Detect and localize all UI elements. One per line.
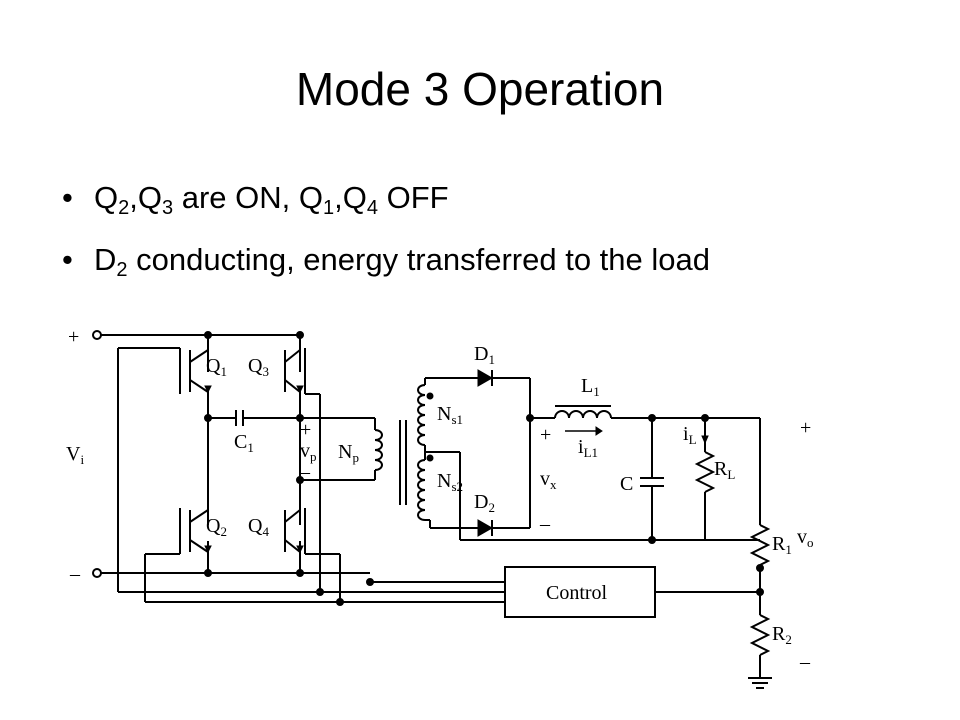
q3-label: Q3 — [248, 355, 269, 379]
l1-label: L1 — [581, 375, 600, 399]
c-label: C — [620, 473, 633, 495]
plus-terminal-label: + — [68, 326, 79, 348]
vx-label: vx — [540, 468, 557, 492]
ns2-label: Ns2 — [437, 470, 463, 494]
vp-plus-label: + — [300, 419, 311, 441]
il1-label: iL1 — [578, 436, 598, 460]
vx-plus-label: + — [540, 424, 551, 446]
r1-label: R1 — [772, 533, 792, 557]
vo-plus-label: + — [800, 417, 811, 439]
q2-label: Q2 — [206, 515, 227, 539]
bullet-icon: • — [62, 180, 73, 215]
vo-label: vo — [797, 526, 814, 550]
np-label: Np — [338, 441, 359, 465]
vp-minus-label: – — [299, 461, 311, 483]
d2-label: D2 — [474, 491, 495, 515]
bullet-list: •Q2,Q3 are ON, Q1,Q4 OFF •D2 conducting,… — [62, 172, 710, 296]
minus-terminal-label: – — [69, 563, 81, 585]
c1-label: C1 — [234, 431, 254, 455]
vx-minus-label: – — [539, 513, 551, 535]
vp-label: vp — [300, 440, 317, 464]
vi-label: Vi — [66, 443, 84, 467]
d1-label: D1 — [474, 343, 495, 367]
r2-label: R2 — [772, 623, 792, 647]
slide-title: Mode 3 Operation — [295, 63, 665, 115]
control-block-label: Control — [546, 582, 608, 604]
ns1-label: Ns1 — [437, 403, 463, 427]
rl-label: RL — [714, 458, 735, 482]
bullet-switch-states: •Q2,Q3 are ON, Q1,Q4 OFF — [62, 172, 710, 234]
bullet-diode-conducting: •D2 conducting, energy transferred to th… — [62, 234, 710, 296]
bullet-icon: • — [62, 242, 73, 277]
vo-minus-label: – — [799, 651, 811, 673]
il-label: iL — [683, 423, 697, 447]
q4-label: Q4 — [248, 515, 269, 539]
q1-label: Q1 — [206, 355, 227, 379]
